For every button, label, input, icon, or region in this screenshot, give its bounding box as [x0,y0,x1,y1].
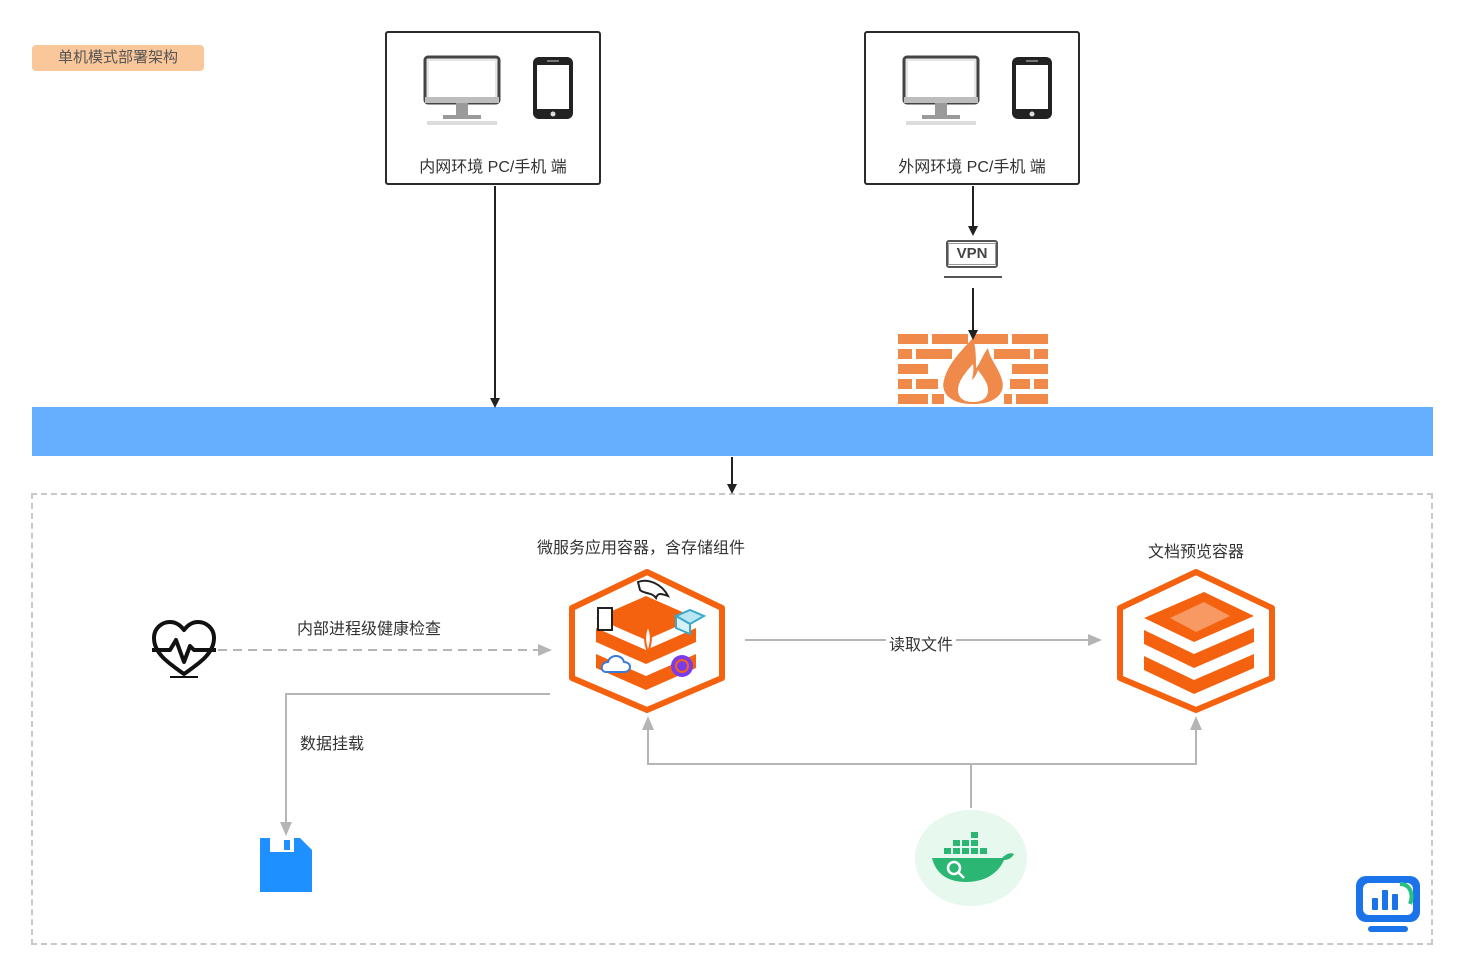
vpn-icon: VPN [944,240,1002,282]
health-check-label: 内部进程级健康检查 [297,621,442,638]
data-mount-label: 数据挂载 [300,736,365,753]
firewall-icon [898,334,1048,404]
phone-icon [1012,57,1052,119]
data-mount-arrow [280,693,550,836]
phone-icon [533,57,573,119]
microservice-container-icon [569,569,725,713]
floppy-disk-icon [260,838,312,892]
preview-container-icon [1117,569,1275,713]
monitor-icon [423,55,501,125]
read-file-label: 读取文件 [886,631,957,655]
brand-logo-icon [1356,876,1420,932]
internal-client-box: 内网环境 PC/手机 端 [385,31,601,185]
docker-to-microservice-arrow [642,716,971,765]
docker-icon [915,810,1027,906]
network-bus [32,407,1433,456]
monitor-icon [902,55,980,125]
external-client-box: 外网环境 PC/手机 端 [864,31,1080,185]
vpn-label: VPN [956,245,988,262]
deployment-zone [31,493,1433,945]
docker-to-preview-arrow [971,716,1202,765]
microservice-container-label: 微服务应用容器，含存储组件 [537,540,746,557]
diagram-title: 单机模式部署架构 [32,45,204,71]
external-client-label: 外网环境 PC/手机 端 [898,159,1046,176]
heartbeat-icon [152,620,216,678]
internal-client-label: 内网环境 PC/手机 端 [419,159,567,176]
preview-container-label: 文档预览容器 [1148,544,1245,561]
